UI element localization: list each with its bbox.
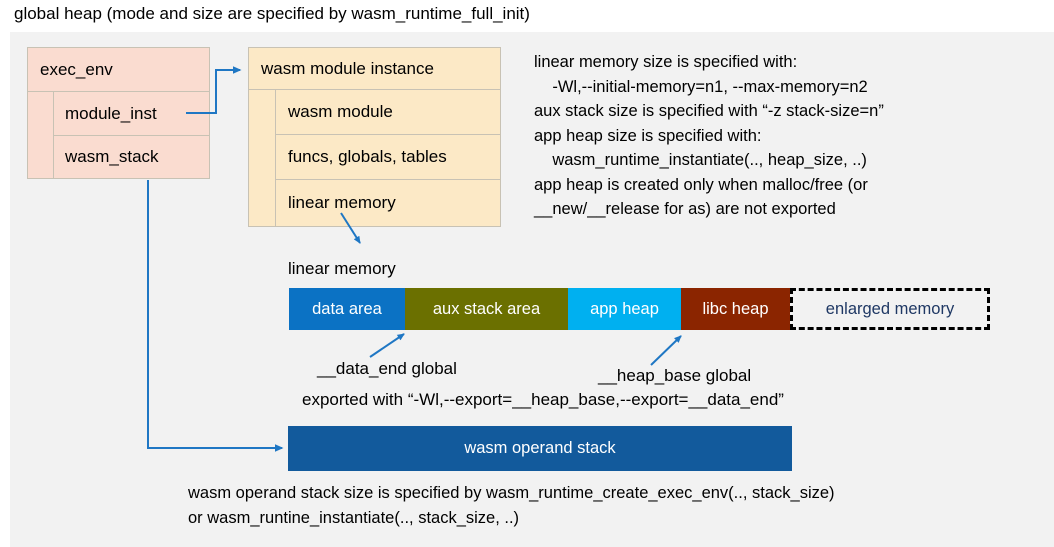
exec-env-box: exec_env module_inst wasm_stack [27, 47, 210, 179]
operand-stack-note: wasm operand stack size is specified by … [188, 484, 835, 527]
page-title: global heap (mode and size are specified… [14, 4, 530, 23]
wasm-module-instance-box: wasm module instance wasm module funcs, … [248, 47, 501, 227]
memory-segment-aux-stack-area: aux stack area [405, 288, 568, 330]
memory-segment-libc-heap: libc heap [681, 288, 790, 330]
module-instance-field-funcs-globals-tables: funcs, globals, tables [275, 134, 501, 180]
annotation-exported-with: exported with “-Wl,--export=__heap_base,… [302, 390, 784, 409]
exec-env-header: exec_env [27, 47, 210, 92]
exec-env-field-module-inst: module_inst [53, 91, 210, 136]
module-instance-field-linear-memory: linear memory [275, 179, 501, 227]
linear-memory-note: linear memory size is specified with: -W… [534, 53, 884, 218]
memory-segment-data-area: data area [289, 288, 405, 330]
wasm-operand-stack-bar: wasm operand stack [288, 426, 792, 471]
annotation-heap-base-global: __heap_base global [598, 366, 752, 385]
exec-env-field-wasm-stack: wasm_stack [53, 135, 210, 179]
module-instance-field-wasm-module: wasm module [275, 89, 501, 135]
annotation-data-end-global: __data_end global [317, 359, 457, 378]
memory-segment-enlarged-memory: enlarged memory [790, 288, 990, 330]
linear-memory-bar-label: linear memory [288, 259, 396, 278]
wasm-module-instance-header: wasm module instance [248, 47, 501, 90]
exec-env-gutter [27, 91, 54, 179]
wasm-module-instance-gutter [248, 89, 276, 227]
linear-memory-bar: data area aux stack area app heap libc h… [289, 288, 990, 330]
memory-segment-app-heap: app heap [568, 288, 681, 330]
